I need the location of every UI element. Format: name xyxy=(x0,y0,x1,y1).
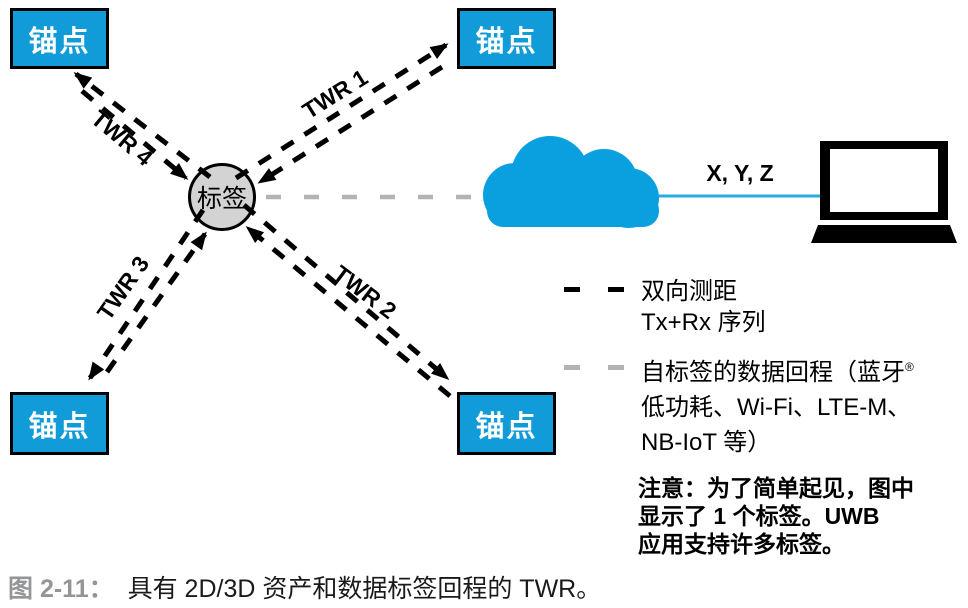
twr1-link xyxy=(234,42,449,185)
twr1-label: TWR 1 xyxy=(297,63,372,124)
note-line1: 注意：为了简单起见，图中 xyxy=(638,475,914,501)
ranging-legend-line2: Tx+Rx 序列 xyxy=(641,309,766,336)
note-line2: 显示了 1 个标签。UWB xyxy=(638,503,880,529)
backhaul-legend-line1: 自标签的数据回程（蓝牙® xyxy=(641,359,914,386)
anchor-box-top-left: 锚点 xyxy=(10,8,109,69)
ranging-legend-swatch xyxy=(564,287,626,292)
anchor-box-bottom-right: 锚点 xyxy=(457,392,556,455)
figure-caption: 图 2-11： 具有 2D/3D 资产和数据标签回程的 TWR。 xyxy=(8,569,601,605)
twr2-line-to-tag xyxy=(245,226,452,398)
cloud-icon xyxy=(483,136,659,228)
anchor-label: 锚点 xyxy=(28,25,91,58)
laptop-icon xyxy=(811,141,957,243)
ranging-legend-line1: 双向测距 xyxy=(641,278,737,305)
backhaul-legend-line2: 低功耗、Wi-Fi、LTE-M、 xyxy=(641,394,912,421)
anchor-box-bottom-left: 锚点 xyxy=(10,392,109,455)
registered-trademark: ® xyxy=(905,360,914,374)
tag-node: 标签 xyxy=(188,163,256,231)
tag-label: 标签 xyxy=(196,185,247,213)
ranging-legend-text: 双向测距 Tx+Rx 序列 xyxy=(641,276,766,338)
note-line3: 应用支持许多标签。 xyxy=(638,531,845,557)
twr1-line-to-anchor xyxy=(234,42,449,181)
anchor-label: 锚点 xyxy=(475,410,538,443)
backhaul-legend-text: 自标签的数据回程（蓝牙® 低功耗、Wi-Fi、LTE-M、 NB-IoT 等） xyxy=(641,350,914,460)
figure-caption-number: 图 2-11： xyxy=(8,575,114,603)
xyz-output-label: X, Y, Z xyxy=(706,160,774,186)
note-block: 注意：为了简单起见，图中 显示了 1 个标签。UWB 应用支持许多标签。 xyxy=(638,474,914,558)
twr2-link xyxy=(242,203,452,398)
anchor-label: 锚点 xyxy=(28,410,91,443)
anchor-box-top-right: 锚点 xyxy=(457,8,556,69)
twr2-label: TWR 2 xyxy=(328,259,402,324)
backhaul-legend-line3: NB-IoT 等） xyxy=(641,429,772,456)
figure-caption-text: 具有 2D/3D 资产和数据标签回程的 TWR。 xyxy=(127,575,602,603)
twr3-label: TWR 3 xyxy=(91,250,154,325)
anchor-label: 锚点 xyxy=(475,25,538,58)
twr4-label: TWR 4 xyxy=(86,104,159,171)
backhaul-legend-swatch xyxy=(564,365,626,370)
